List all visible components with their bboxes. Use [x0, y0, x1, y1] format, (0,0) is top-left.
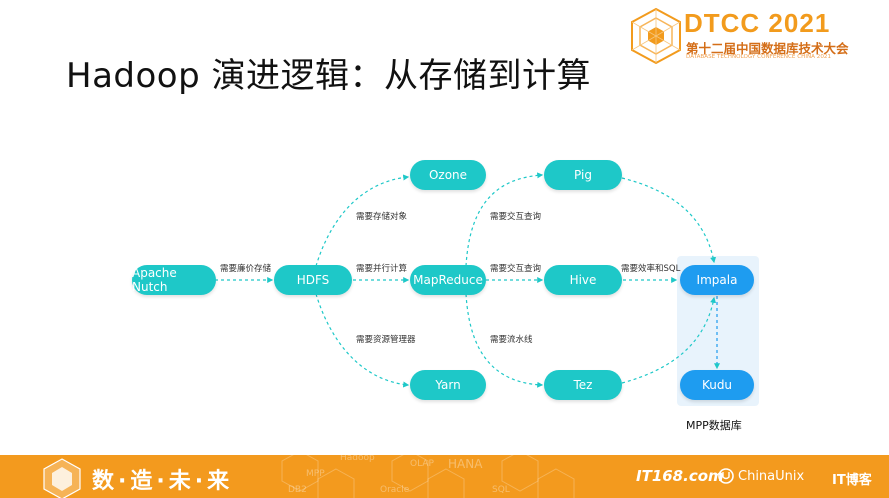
brand-it168: IT168.com — [636, 467, 724, 485]
brand-itblog: IT博客 — [832, 473, 872, 488]
edge-mapreduce-tez — [465, 293, 544, 388]
node-impala: Impala — [680, 265, 754, 295]
node-hive: Hive — [544, 265, 622, 295]
footer-banner: 数·造·未·来 Hadoop OLAP HANA MPP Oracle SQL … — [0, 455, 889, 498]
edge-label-mr-pig: 需要交互查询 — [490, 212, 542, 222]
node-ozone: Ozone — [410, 160, 486, 190]
edge-label-hdfs-yarn: 需要资源管理器 — [356, 335, 416, 345]
logo-title: DTCC 2021 — [684, 8, 831, 38]
edge-label-hive-impala: 需要效率和SQL — [621, 264, 681, 274]
logo-subtitle: 第十二届中国数据库技术大会 — [686, 41, 849, 56]
footer-pattern-icon — [43, 455, 575, 498]
edge-label-hdfs-ozone: 需要存储对象 — [356, 212, 408, 222]
edge-mapreduce-pig — [465, 172, 544, 267]
dtcc-logo: DTCC 2021 第十二届中国数据库技术大会 DATABASE TECHNOL… — [624, 6, 884, 68]
edge-hdfs-yarn — [315, 293, 410, 388]
logo-english: DATABASE TECHNOLOGY CONFERENCE CHINA 202… — [686, 54, 832, 60]
chinaunix-logo-icon — [718, 468, 734, 484]
mpp-label: MPP数据库 — [686, 419, 742, 432]
page-title: Hadoop 演进逻辑：从存储到计算 — [66, 56, 591, 96]
footer-watermark-6: SQL — [492, 485, 510, 495]
footer-watermark-1: Hadoop — [340, 455, 375, 463]
node-yarn: Yarn — [410, 370, 486, 400]
footer-watermark-4: MPP — [306, 469, 325, 479]
footer-watermark-5: Oracle — [380, 485, 410, 495]
hexagon-logo-icon — [631, 7, 681, 65]
node-pig: Pig — [544, 160, 622, 190]
footer-slogan: 数·造·未·来 — [92, 469, 234, 494]
node-apache-nutch: Apache Nutch — [132, 265, 216, 295]
edge-label-mr-hive: 需要交互查询 — [490, 264, 542, 274]
edge-label-mr-tez: 需要流水线 — [490, 335, 533, 345]
footer-watermark-7: DB2 — [288, 485, 307, 495]
node-tez: Tez — [544, 370, 622, 400]
brand-chinaunix: ChinaUnix — [738, 469, 805, 484]
edge-label-hdfs-mapreduce: 需要并行计算 — [356, 264, 408, 274]
edge-tez-impala — [621, 296, 717, 384]
edge-pig-impala — [621, 177, 717, 264]
footer-watermark-2: OLAP — [410, 459, 434, 469]
edge-label-nutch-hdfs: 需要廉价存储 — [220, 264, 272, 274]
footer-watermark-3: HANA — [448, 457, 483, 471]
node-hdfs: HDFS — [274, 265, 352, 295]
node-mapreduce: MapReduce — [410, 265, 486, 295]
node-kudu: Kudu — [680, 370, 754, 400]
